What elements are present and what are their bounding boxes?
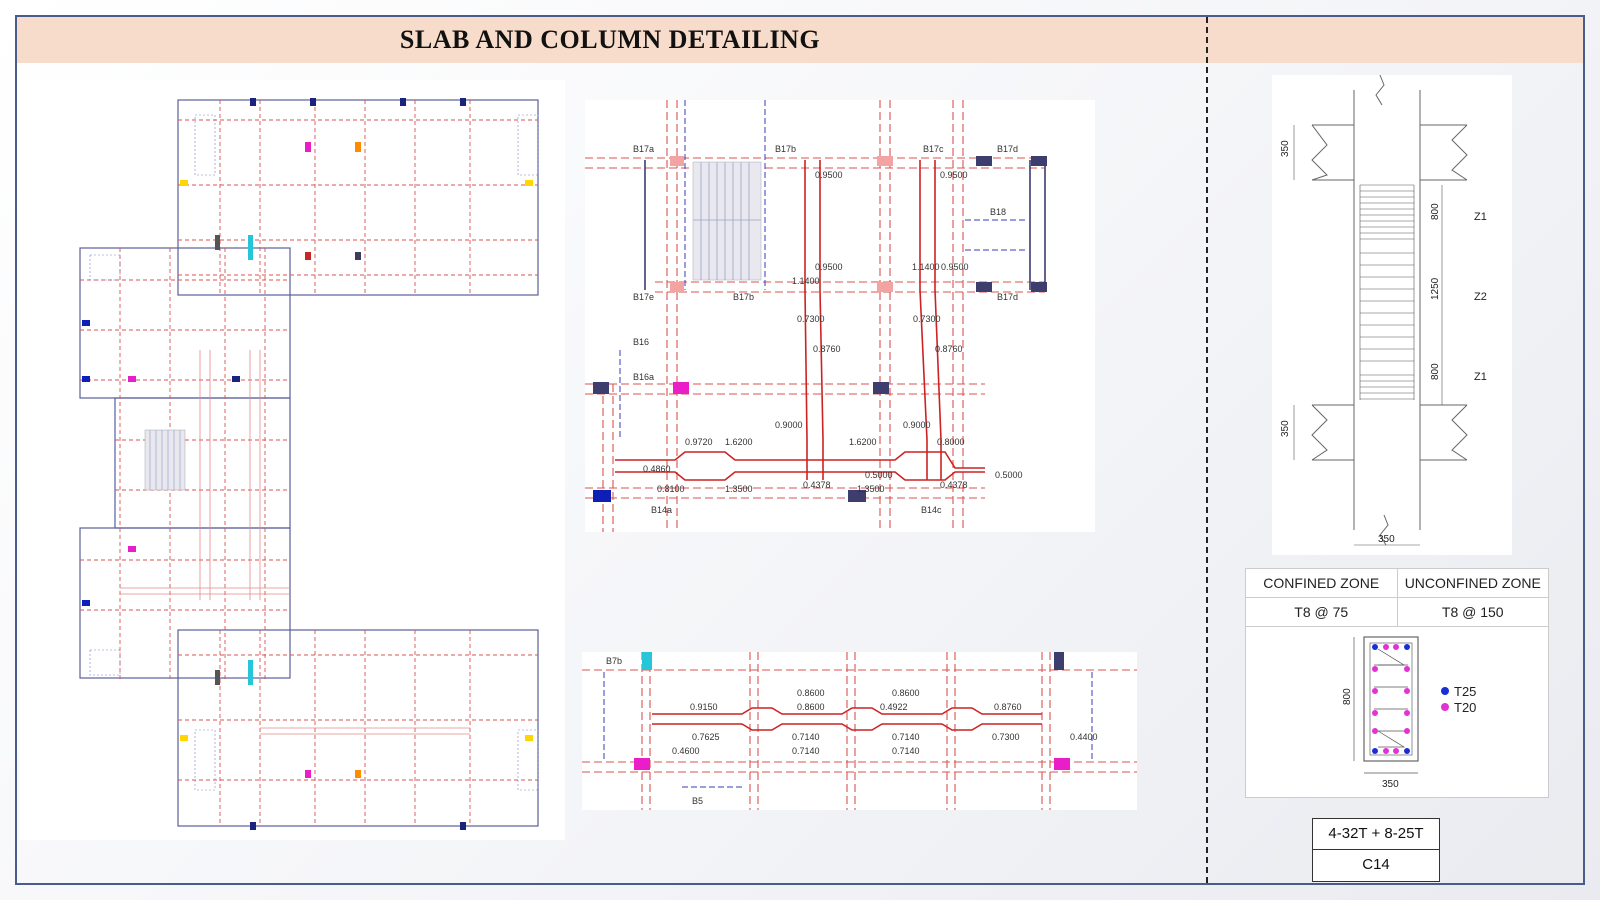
svg-text:B17e: B17e — [633, 292, 654, 302]
legend-t25-label: T25 — [1454, 684, 1476, 699]
svg-text:0.9500: 0.9500 — [815, 262, 843, 272]
svg-text:0.9150: 0.9150 — [690, 702, 718, 712]
dim-top-beam: 350 — [1280, 140, 1291, 157]
svg-text:1.3500: 1.3500 — [857, 484, 885, 494]
svg-text:B17b: B17b — [733, 292, 754, 302]
zone-label-z2: Z2 — [1474, 291, 1487, 303]
confined-zone-header: CONFINED ZONE — [1263, 575, 1380, 591]
svg-text:B7b: B7b — [606, 656, 622, 666]
svg-text:0.4922: 0.4922 — [880, 702, 908, 712]
svg-text:B17c: B17c — [923, 144, 944, 154]
svg-text:0.7300: 0.7300 — [797, 314, 825, 324]
column-elevation-drawing: 350 800 1250 800 350 350 Z1 Z2 Z1 — [1272, 75, 1512, 555]
svg-text:0.5000: 0.5000 — [865, 470, 893, 480]
section-width: 350 — [1382, 779, 1399, 790]
zone-table-value-row: T8 @ 75 T8 @ 150 — [1246, 598, 1548, 627]
svg-text:0.8760: 0.8760 — [813, 344, 841, 354]
svg-text:0.4378: 0.4378 — [803, 480, 831, 490]
dim-z1-bottom: 800 — [1430, 363, 1441, 380]
svg-text:0.9500: 0.9500 — [941, 262, 969, 272]
svg-text:0.4600: 0.4600 — [672, 746, 700, 756]
dim-z2: 1250 — [1430, 277, 1441, 300]
zone-table: CONFINED ZONE UNCONFINED ZONE T8 @ 75 T8… — [1245, 568, 1549, 798]
svg-text:B17b: B17b — [775, 144, 796, 154]
svg-text:0.7140: 0.7140 — [892, 746, 920, 756]
svg-text:0.8000: 0.8000 — [937, 437, 965, 447]
svg-text:B14c: B14c — [921, 505, 942, 515]
svg-text:0.9720: 0.9720 — [685, 437, 713, 447]
zone-label-z1-bottom: Z1 — [1474, 371, 1487, 383]
svg-text:B16a: B16a — [633, 372, 654, 382]
svg-text:0.5000: 0.5000 — [995, 470, 1023, 480]
svg-text:0.7140: 0.7140 — [792, 732, 820, 742]
svg-text:0.7140: 0.7140 — [892, 732, 920, 742]
svg-text:0.8600: 0.8600 — [892, 688, 920, 698]
svg-text:B16: B16 — [633, 337, 649, 347]
dim-bottom-beam: 350 — [1280, 420, 1291, 437]
svg-text:0.8760: 0.8760 — [994, 702, 1022, 712]
svg-text:0.8600: 0.8600 — [797, 702, 825, 712]
zone-table-header-row: CONFINED ZONE UNCONFINED ZONE — [1246, 569, 1548, 598]
dim-column-width: 350 — [1378, 534, 1395, 545]
slide-frame — [15, 15, 1585, 885]
section-depth: 800 — [1342, 688, 1353, 705]
legend-t25-swatch — [1441, 687, 1449, 695]
svg-text:B17d: B17d — [997, 144, 1018, 154]
svg-text:1.1400: 1.1400 — [912, 262, 940, 272]
svg-text:1.1400: 1.1400 — [792, 276, 820, 286]
column-mark-box: 4-32T + 8-25T C14 — [1312, 818, 1440, 882]
svg-text:0.4400: 0.4400 — [1070, 732, 1098, 742]
svg-text:0.4378: 0.4378 — [940, 480, 968, 490]
slide-title: SLAB AND COLUMN DETAILING — [399, 25, 821, 54]
svg-text:B5: B5 — [692, 796, 703, 806]
svg-text:B17d: B17d — [997, 292, 1018, 302]
svg-text:0.7300: 0.7300 — [913, 314, 941, 324]
unconfined-zone-header: UNCONFINED ZONE — [1396, 569, 1549, 597]
svg-text:B18: B18 — [990, 207, 1006, 217]
svg-text:0.9000: 0.9000 — [775, 420, 803, 430]
svg-text:0.8760: 0.8760 — [935, 344, 963, 354]
floor-plan-drawing — [20, 80, 565, 840]
dim-z1-top: 800 — [1430, 203, 1441, 220]
svg-text:B14a: B14a — [651, 505, 672, 515]
svg-text:0.9500: 0.9500 — [940, 170, 968, 180]
svg-text:0.9000: 0.9000 — [903, 420, 931, 430]
svg-text:0.7300: 0.7300 — [992, 732, 1020, 742]
svg-text:0.8600: 0.8600 — [797, 688, 825, 698]
column-mark: C14 — [1313, 849, 1439, 881]
svg-text:1.3500: 1.3500 — [725, 484, 753, 494]
confined-zone-value: T8 @ 75 — [1294, 604, 1349, 620]
svg-text:B17a: B17a — [633, 144, 654, 154]
zone-label-z1-top: Z1 — [1474, 211, 1487, 223]
dashed-divider — [1206, 17, 1208, 883]
column-reinforcement: 4-32T + 8-25T — [1328, 825, 1424, 842]
unconfined-zone-value: T8 @ 150 — [1396, 598, 1549, 626]
legend-t20-swatch — [1441, 703, 1449, 711]
title-bar — [17, 17, 1583, 63]
svg-text:0.8100: 0.8100 — [657, 484, 685, 494]
svg-text:0.4860: 0.4860 — [643, 464, 671, 474]
svg-text:1.6200: 1.6200 — [725, 437, 753, 447]
svg-text:0.7625: 0.7625 — [692, 732, 720, 742]
svg-text:1.6200: 1.6200 — [849, 437, 877, 447]
svg-text:0.9500: 0.9500 — [815, 170, 843, 180]
legend-t20-label: T20 — [1454, 700, 1476, 715]
column-cross-section: 800 350 T25 T20 — [1342, 636, 1476, 790]
svg-text:0.7140: 0.7140 — [792, 746, 820, 756]
